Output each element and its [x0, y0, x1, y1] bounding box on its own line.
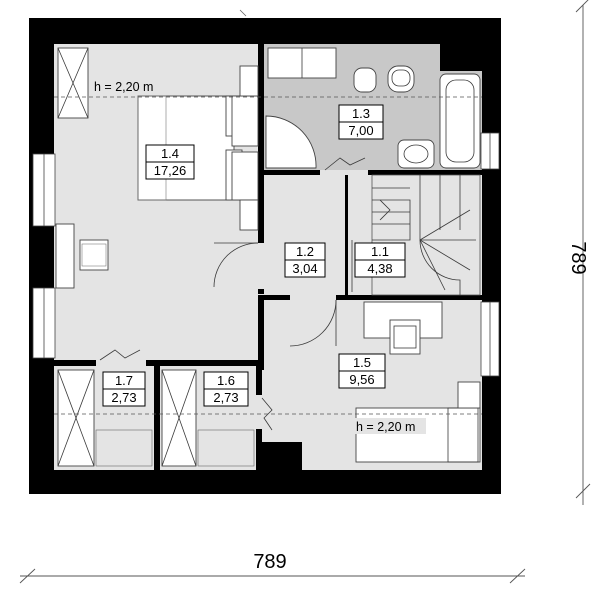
room-1-5-furniture — [355, 301, 481, 463]
room-label-1-7: 1.7 2,73 — [102, 371, 146, 407]
dimension-height-label: 789 — [567, 241, 589, 274]
top-marker — [239, 9, 247, 17]
windows — [32, 132, 500, 377]
closet-marks — [57, 369, 255, 467]
height-note-bottom: h = 2,20 m — [356, 420, 415, 434]
dimension-width: 789 — [19, 548, 526, 584]
dimension-height: 789 — [567, 0, 591, 505]
room-id: 1.7 — [115, 373, 133, 388]
bathroom-fixtures — [265, 47, 481, 169]
room-id: 1.5 — [353, 355, 371, 370]
desk-1-4 — [55, 223, 109, 289]
room-area: 7,00 — [348, 123, 373, 138]
dimension-width-label: 789 — [253, 551, 286, 573]
room-label-1-5: 1.5 9,56 — [338, 353, 386, 389]
room-label-1-6: 1.6 2,73 — [203, 371, 249, 407]
room-label-1-1: 1.1 4,38 — [354, 242, 406, 278]
room-id: 1.1 — [371, 244, 389, 259]
height-note-top: h = 2,20 m — [94, 80, 153, 94]
room-area: 9,56 — [349, 372, 374, 387]
room-id: 1.4 — [161, 146, 179, 161]
room-id: 1.2 — [296, 244, 314, 259]
stairs — [351, 174, 481, 296]
room-label-1-3: 1.3 7,00 — [338, 104, 384, 140]
room-label-1-2: 1.2 3,04 — [284, 242, 326, 278]
doors — [96, 157, 368, 431]
room-id: 1.3 — [352, 106, 370, 121]
room-area: 2,73 — [213, 390, 238, 405]
room-label-1-4: 1.4 17,26 — [145, 144, 195, 180]
room-area: 4,38 — [367, 261, 392, 276]
room-area: 17,26 — [154, 163, 187, 178]
wardrobe-1-4 — [57, 47, 89, 119]
height-lines — [54, 96, 482, 415]
interior-walls — [54, 44, 482, 470]
room-id: 1.6 — [217, 373, 235, 388]
room-area: 3,04 — [292, 261, 317, 276]
room-area: 2,73 — [111, 390, 136, 405]
